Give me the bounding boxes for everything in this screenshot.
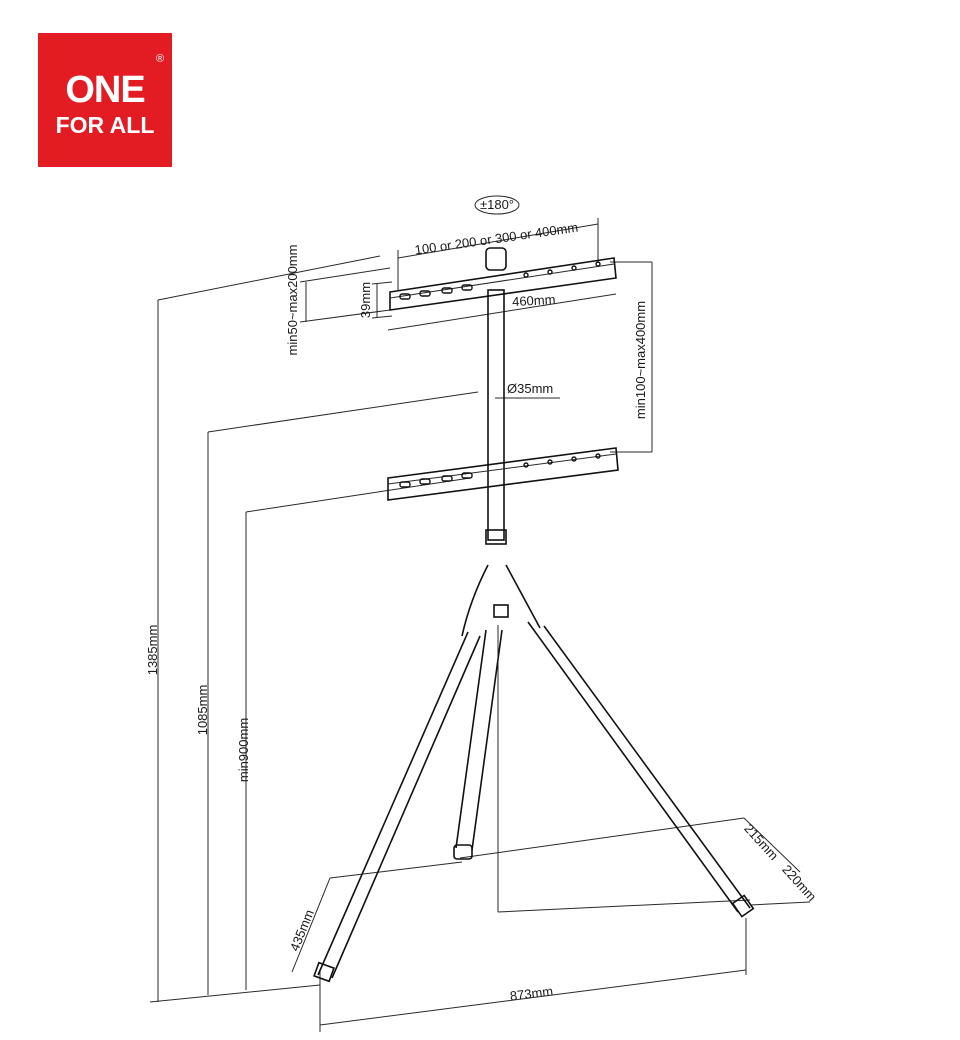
min-height-label: min900mm xyxy=(236,718,251,782)
bracket-height-label: 39mm xyxy=(358,282,373,318)
rotation-text: ±180° xyxy=(480,197,514,212)
lower-bracket xyxy=(387,447,619,501)
front-depth-label: 435mm xyxy=(287,907,317,953)
one-for-all-logo: ® ONE FOR ALL xyxy=(38,33,172,167)
bracket-offset-label: min50~max200mm xyxy=(285,245,300,356)
total-height-label: 1385mm xyxy=(145,625,160,676)
upper-bracket xyxy=(389,257,617,311)
registered-mark: ® xyxy=(156,53,165,65)
bracket-spacing-label: min100~max400mm xyxy=(633,301,648,419)
pole-diameter-label: Ø35mm xyxy=(507,381,553,396)
leg-depth-a-label: 215mm xyxy=(741,821,781,863)
logo-line-one: ONE xyxy=(65,69,145,111)
vesa-label: 100 or 200 or 300 or 400mm xyxy=(414,220,579,258)
tripod-legs xyxy=(313,564,755,983)
stand-pole xyxy=(485,247,507,545)
logo-line-for-all: FOR ALL xyxy=(55,112,155,138)
base-width-label: 873mm xyxy=(509,983,554,1003)
leg-depth-b-label: 220mm xyxy=(779,862,819,904)
bracket-width-label: 460mm xyxy=(512,292,556,309)
mid-height-label: 1085mm xyxy=(195,685,210,736)
dimension-lines xyxy=(149,218,811,1032)
rotation-label: ±180° xyxy=(474,195,520,215)
